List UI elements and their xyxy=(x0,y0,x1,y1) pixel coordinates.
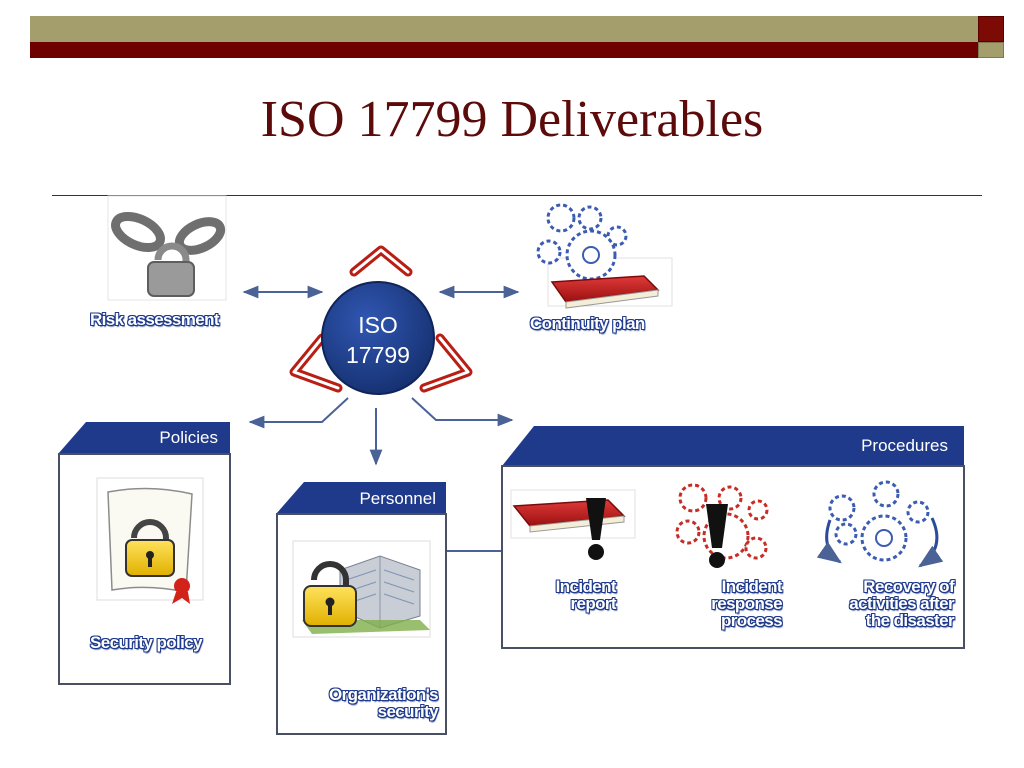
security-policy-label: Security policy xyxy=(90,633,203,652)
organization-security-line1: Organization's xyxy=(329,685,439,704)
gears-cycle-icon xyxy=(816,480,944,568)
scroll-padlock-icon xyxy=(96,477,204,604)
incident-response-line2: response xyxy=(711,594,782,613)
organization-security-line2: security xyxy=(377,702,439,721)
continuity-plan-label: Continuity plan xyxy=(530,314,645,333)
recovery-line2: activities after xyxy=(849,594,954,613)
gears-exclamation-icon xyxy=(675,483,769,568)
slide-title: ISO 17799 Deliverables xyxy=(260,91,764,148)
iso-center-line2: 17799 xyxy=(346,342,410,368)
chain-padlock-icon xyxy=(107,195,227,301)
book-exclamation-icon xyxy=(510,489,636,560)
risk-assessment-label: Risk assessment xyxy=(90,310,220,329)
triangle-arrows-icon xyxy=(289,245,473,393)
incident-response-line1: Incident xyxy=(721,577,783,596)
building-padlock-icon xyxy=(292,540,431,638)
recovery-line1: Recovery of xyxy=(863,577,954,596)
iso-center-line1: ISO xyxy=(358,312,398,338)
connector-procedures xyxy=(411,397,514,427)
title-divider xyxy=(52,195,982,196)
incident-response-label: Incident response process xyxy=(672,578,782,629)
corner-square-red xyxy=(978,16,1004,42)
recovery-label: Recovery of activities after the disaste… xyxy=(812,578,954,629)
gears-book-icon xyxy=(536,203,673,309)
incident-response-line3: process xyxy=(720,611,783,630)
procedures-header: Procedures xyxy=(861,436,948,455)
personnel-header: Personnel xyxy=(359,489,436,508)
incident-report-line2: report xyxy=(570,594,616,613)
incident-report-line1: Incident xyxy=(555,577,617,596)
recovery-line3: the disaster xyxy=(865,611,955,630)
connector-policies xyxy=(248,397,349,429)
header-band-red xyxy=(30,42,978,58)
header-band-olive xyxy=(30,16,978,42)
incident-report-label: Incident report xyxy=(520,577,617,613)
organization-security-label: Organization's security xyxy=(290,685,439,721)
iso-circle xyxy=(321,281,435,395)
policies-header: Policies xyxy=(159,428,218,447)
iso-center-label: ISO 17799 xyxy=(318,310,438,370)
corner-square-olive xyxy=(978,42,1004,58)
